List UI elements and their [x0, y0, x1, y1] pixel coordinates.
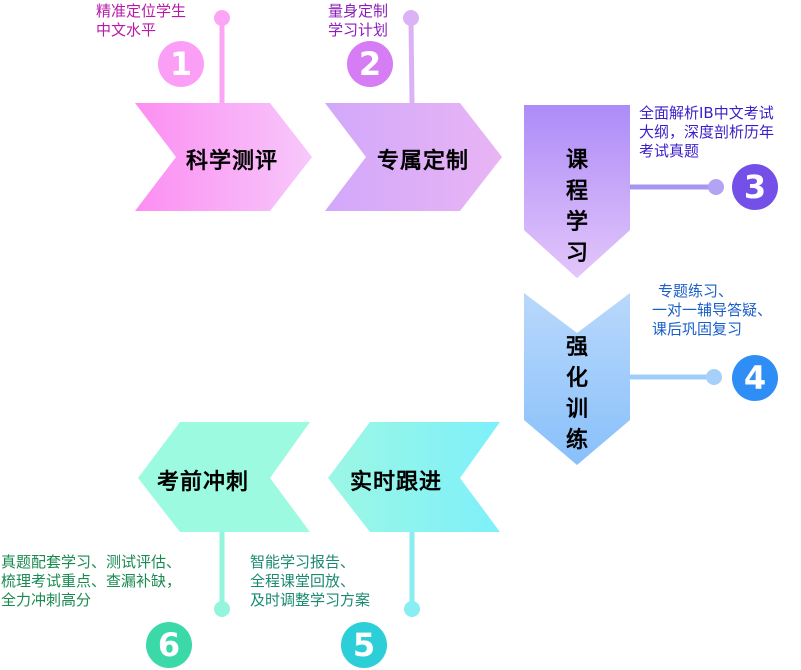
desc-line: 精准定位学生	[96, 2, 187, 20]
arrow-step-1	[135, 103, 312, 211]
step-2-number-badge: 2	[347, 41, 393, 87]
desc-line: 量身定制	[328, 2, 389, 20]
vertical-title-char: 习	[565, 241, 588, 266]
connector-step-6	[214, 530, 230, 617]
step-5-number-badge: 5	[341, 622, 387, 668]
step-1-title: 科学测评	[186, 149, 279, 174]
vertical-title-char: 化	[565, 366, 588, 391]
desc-line: 全面解析IB中文考试	[639, 104, 774, 122]
connector-step-4	[630, 369, 722, 385]
arrow-step-4	[524, 293, 630, 465]
vertical-title-char: 课	[565, 148, 588, 173]
step-5-description: 智能学习报告、 全程课堂回放、 及时调整学习方案	[250, 553, 370, 610]
step-2-title: 专属定制	[377, 149, 470, 174]
step-4-number-badge: 4	[732, 355, 778, 401]
desc-line: 及时调整学习方案	[250, 591, 371, 609]
desc-line: 全程课堂回放、	[250, 572, 356, 590]
desc-line: 真题配套学习、测试评估、	[1, 553, 182, 571]
step-4-title: 强化训练	[562, 332, 592, 456]
step-3-description: 全面解析IB中文考试 大纲，深度剖析历年 考试真题	[639, 104, 774, 161]
desc-line: 学习计划	[328, 21, 389, 39]
connector-step-3	[630, 179, 724, 195]
step-3-title-char: 课程学习	[562, 145, 592, 269]
vertical-title-char: 程	[565, 179, 588, 204]
step-3-number-badge: 3	[732, 164, 778, 210]
connector-step-1	[214, 10, 230, 103]
desc-line: 智能学习报告、	[250, 553, 356, 571]
connector-step-5	[404, 530, 420, 617]
step-5-title: 实时跟进	[350, 470, 443, 495]
step-3-title: 课程学习	[562, 145, 592, 269]
step-1-number-badge: 1	[158, 41, 204, 87]
step-2-description: 量身定制 学习计划	[328, 2, 388, 40]
arrow-step-5	[328, 422, 500, 532]
step-4-description: 专题练习、 一对一辅导答疑、 课后巩固复习	[652, 282, 772, 339]
arrow-step-2	[325, 103, 502, 211]
desc-line: 梳理考试重点、查漏补缺，	[1, 572, 182, 590]
vertical-title-char: 强	[565, 335, 588, 360]
vertical-title-char: 练	[565, 428, 588, 453]
vertical-title-char: 训	[565, 397, 588, 422]
desc-line: 一对一辅导答疑、	[652, 301, 773, 319]
desc-line: 专题练习、	[658, 282, 734, 300]
step-6-title: 考前冲刺	[157, 470, 250, 495]
step-6-description: 真题配套学习、测试评估、 梳理考试重点、查漏补缺， 全力冲刺高分	[1, 553, 181, 610]
step-1-description: 精准定位学生 中文水平	[96, 2, 186, 40]
desc-line: 大纲，深度剖析历年	[639, 123, 775, 141]
arrow-step-6	[138, 422, 310, 532]
step-4-title-char: 强化训练	[562, 332, 592, 456]
desc-line: 中文水平	[96, 21, 157, 39]
desc-line: 全力冲刺高分	[1, 591, 92, 609]
vertical-title-char: 学	[565, 210, 588, 235]
step-6-number-badge: 6	[146, 622, 192, 668]
desc-line: 考试真题	[639, 142, 700, 160]
connector-step-2	[403, 10, 419, 104]
desc-line: 课后巩固复习	[652, 320, 743, 338]
